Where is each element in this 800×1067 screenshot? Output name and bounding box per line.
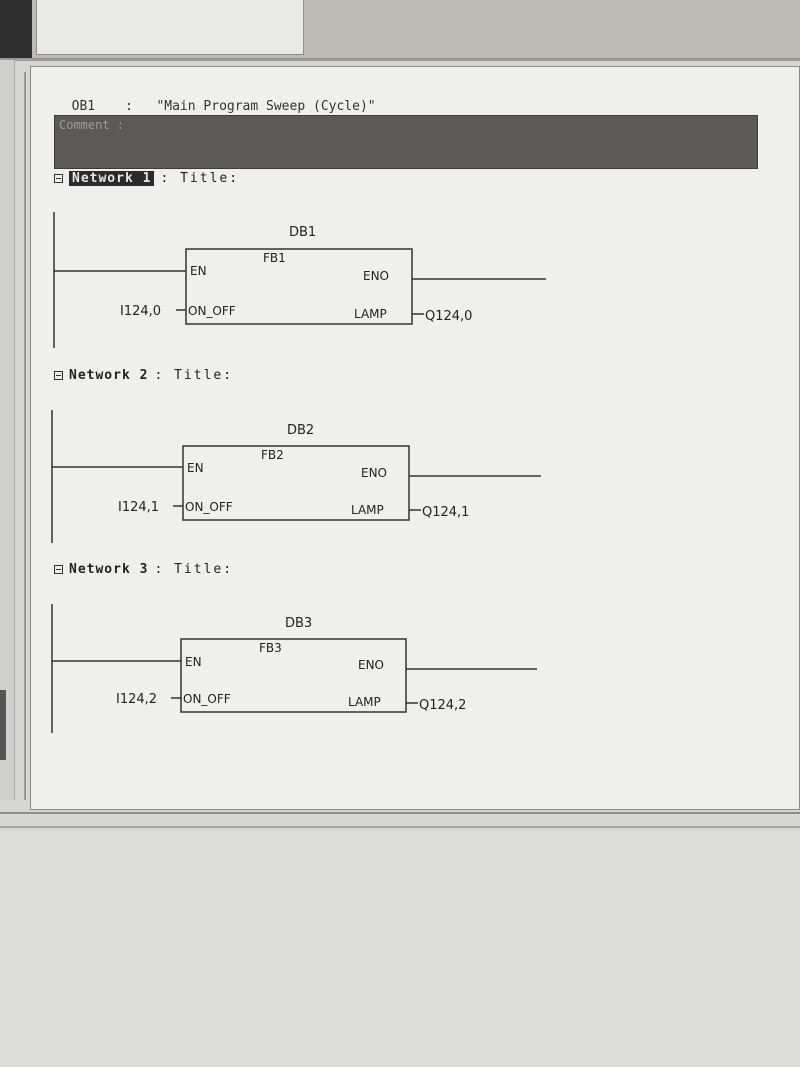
bottom-divider: [0, 812, 800, 814]
block-header: OB1: "Main Program Sweep (Cycle)": [56, 84, 376, 114]
en-pin: EN: [187, 461, 204, 475]
network-1-header[interactable]: Network 1 : Title:: [54, 171, 239, 186]
network-2-name[interactable]: Network 2: [69, 368, 149, 383]
network-2-title-label[interactable]: : Title:: [154, 368, 234, 383]
en-pin: EN: [190, 264, 207, 278]
block-separator: :: [125, 99, 133, 114]
network-2-header[interactable]: Network 2 : Title:: [54, 368, 233, 383]
instance-db[interactable]: DB2: [287, 423, 314, 438]
collapse-icon[interactable]: [54, 565, 63, 574]
network-1-name[interactable]: Network 1: [69, 171, 155, 186]
fb-name[interactable]: FB3: [259, 641, 282, 655]
fb-box[interactable]: [182, 445, 410, 521]
block-name: OB1: [71, 99, 96, 114]
instance-db[interactable]: DB3: [285, 616, 312, 631]
left-frame-dark: [0, 690, 6, 760]
input-address[interactable]: I124,2: [116, 692, 157, 707]
in-pin: ON_OFF: [185, 500, 233, 514]
network-1-rung[interactable]: DB1 FB1 EN ENO ON_OFF LAMP I124,0 Q124,0: [53, 212, 546, 348]
ladder-editor[interactable]: [30, 66, 800, 810]
en-pin: EN: [185, 655, 202, 669]
left-frame: [0, 60, 15, 800]
collapse-icon[interactable]: [54, 174, 63, 183]
output-address[interactable]: Q124,0: [425, 309, 472, 324]
comment-label: Comment :: [59, 118, 125, 132]
network-3-header[interactable]: Network 3 : Title:: [54, 562, 233, 577]
top-divider: [0, 58, 800, 61]
eno-pin: ENO: [358, 658, 384, 672]
network-1-title-label[interactable]: : Title:: [160, 171, 240, 186]
left-dark-edge: [0, 0, 32, 60]
network-3-rung[interactable]: DB3 FB3 EN ENO ON_OFF LAMP I124,2 Q124,2: [51, 604, 537, 733]
input-address[interactable]: I124,0: [120, 304, 161, 319]
out-pin: LAMP: [354, 307, 387, 321]
fb-box[interactable]: [185, 248, 413, 325]
eno-pin: ENO: [361, 466, 387, 480]
block-title: "Main Program Sweep (Cycle)": [156, 99, 376, 114]
network-3-title-label[interactable]: : Title:: [154, 562, 234, 577]
fb-name[interactable]: FB1: [263, 251, 286, 265]
network-3-name[interactable]: Network 3: [69, 562, 149, 577]
upper-window-pane[interactable]: [36, 0, 304, 55]
in-pin: ON_OFF: [183, 692, 231, 706]
network-2-rung[interactable]: DB2 FB2 EN ENO ON_OFF LAMP I124,1 Q124,1: [51, 410, 541, 543]
output-address[interactable]: Q124,1: [422, 505, 469, 520]
output-address[interactable]: Q124,2: [419, 698, 466, 713]
in-pin: ON_OFF: [188, 304, 236, 318]
block-comment-field[interactable]: Comment :: [54, 115, 758, 169]
out-pin: LAMP: [351, 503, 384, 517]
details-pane[interactable]: [0, 830, 800, 1067]
input-address[interactable]: I124,1: [118, 500, 159, 515]
instance-db[interactable]: DB1: [289, 225, 316, 240]
collapse-icon[interactable]: [54, 371, 63, 380]
fb-name[interactable]: FB2: [261, 448, 284, 462]
eno-pin: ENO: [363, 269, 389, 283]
editor-left-border: [24, 72, 26, 800]
out-pin: LAMP: [348, 695, 381, 709]
bottom-divider-2: [0, 826, 800, 828]
fb-box[interactable]: [180, 638, 407, 713]
